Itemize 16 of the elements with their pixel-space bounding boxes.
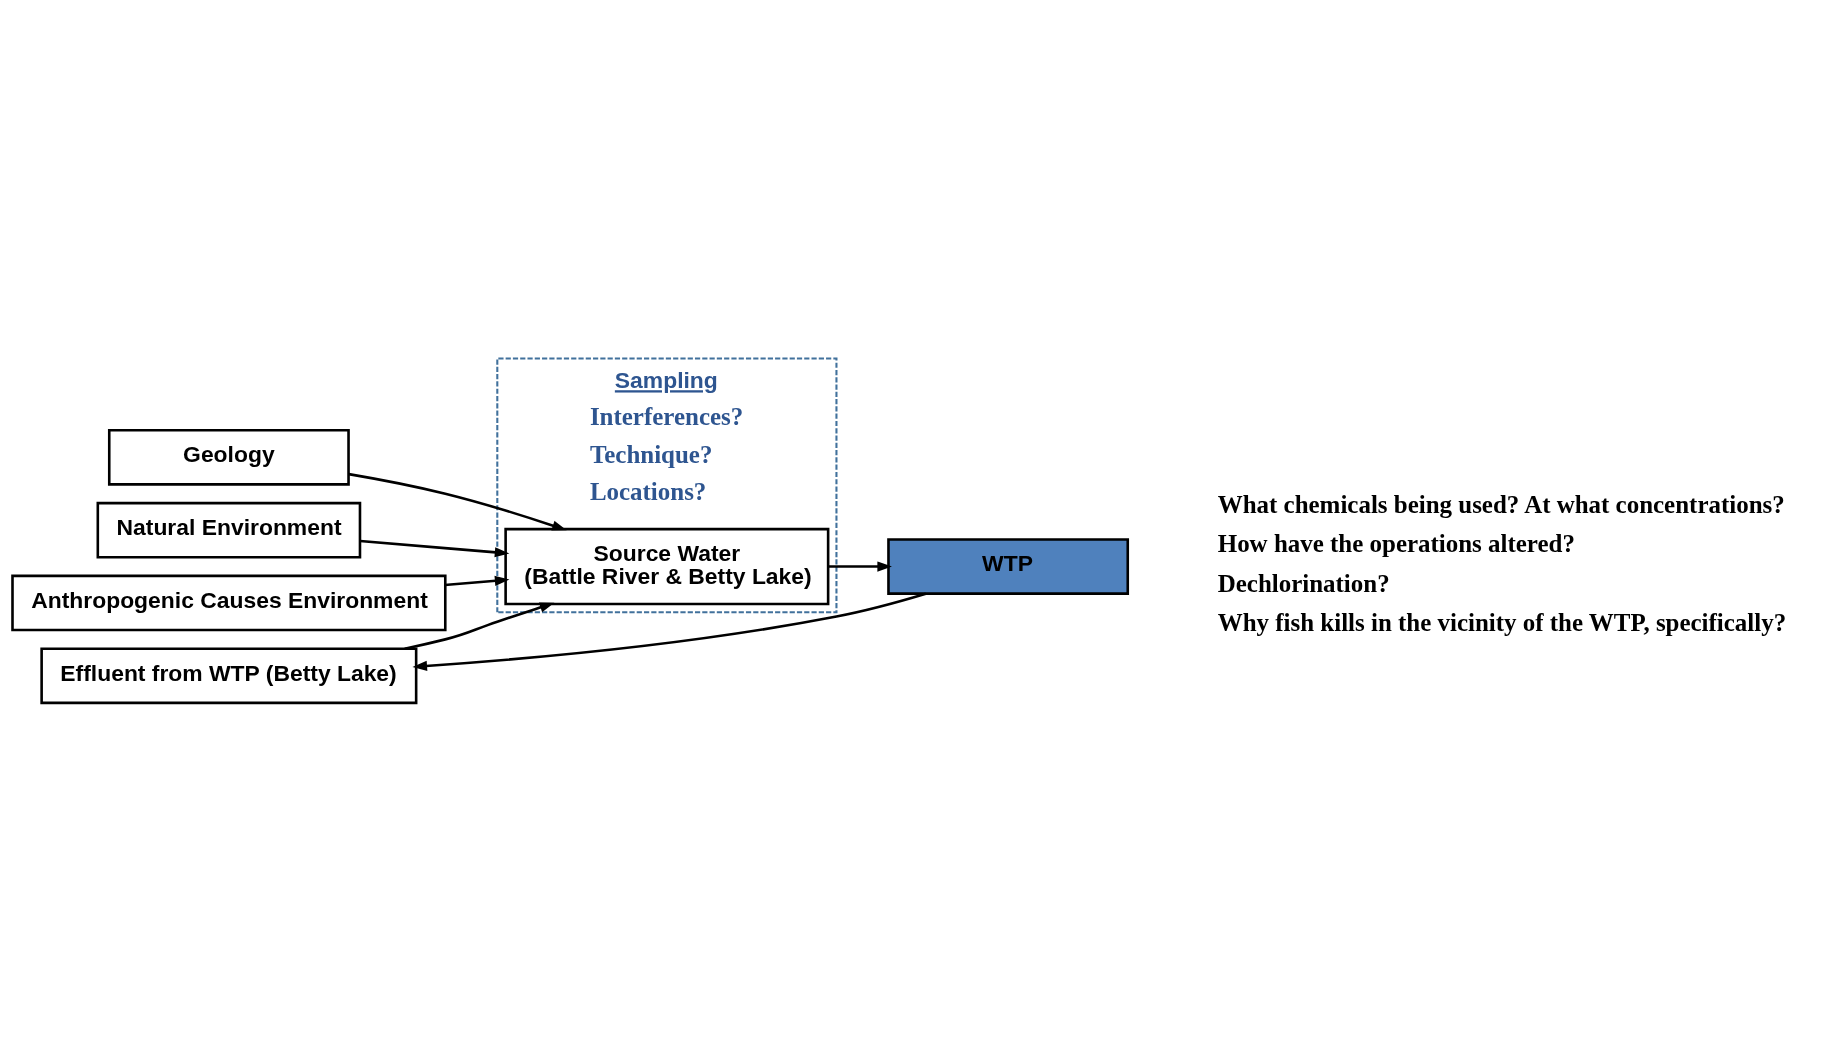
- label: Dechlorination?: [1217, 569, 1390, 597]
- arrow: [348, 472, 567, 531]
- arrow: [360, 539, 510, 558]
- label: Why fish kills in the vicinity of the WTP, specifically?: [1217, 609, 1787, 637]
- label: How have the operations altered?: [1217, 530, 1575, 558]
- node-box: Source Water (Battle River & Betty Lake): [504, 527, 830, 606]
- arrow: [412, 592, 927, 671]
- arrow: [404, 602, 555, 650]
- label: What chemicals being used? At what concentrations?: [1217, 490, 1785, 518]
- arrow: [828, 561, 892, 572]
- node-box: Natural Environment: [96, 501, 362, 559]
- node-box: WTP: [887, 538, 1130, 595]
- node-box: Anthropogenic Causes Environment: [11, 574, 447, 632]
- arrow: [445, 575, 510, 587]
- node-box: Effluent from WTP (Betty Lake): [40, 647, 418, 705]
- node-box: Geology: [107, 428, 350, 486]
